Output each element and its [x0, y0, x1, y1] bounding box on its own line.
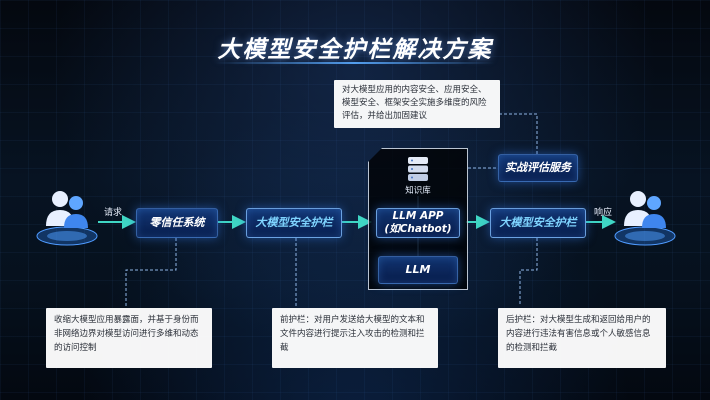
- llm-app-subtitle: (如Chatbot): [384, 223, 452, 235]
- line-guard-right-to-desc: [519, 238, 538, 306]
- user-icon-left: [36, 191, 98, 246]
- llm-label: LLM: [405, 263, 431, 277]
- llm-app-title: LLM APP: [392, 209, 444, 222]
- database-icon: [408, 157, 428, 181]
- llm-node[interactable]: LLM: [378, 256, 458, 284]
- eval-service-label: 实战评估服务: [505, 161, 571, 175]
- zero-trust-node[interactable]: 零信任系统: [136, 208, 218, 238]
- guard-left-label: 大模型安全护栏: [255, 216, 333, 230]
- line-zero-trust-to-desc: [125, 238, 177, 306]
- line-eval-to-top-box: [498, 113, 538, 154]
- description-top: 对大模型应用的内容安全、应用安全、模型安全、框架安全实施多维度的风险评估，并给出…: [334, 80, 500, 128]
- guard-right-label: 大模型安全护栏: [499, 216, 577, 230]
- title-underline: [215, 62, 495, 64]
- description-bottom-right: 后护栏：对大模型生成和返回给用户的内容进行违法有害信息或个人敏感信息的检测和拦截: [498, 308, 666, 368]
- response-label: 响应: [594, 208, 613, 218]
- description-bottom-left: 收缩大模型应用暴露面，并基于身份而非网络边界对模型访问进行多维和动态的访问控制: [46, 308, 212, 368]
- user-icon-right: [614, 191, 676, 246]
- llm-app-node[interactable]: LLM APP (如Chatbot): [376, 208, 460, 238]
- request-label: 请求: [104, 208, 123, 218]
- page-title: 大模型安全护栏解决方案: [217, 37, 493, 63]
- guard-right-node[interactable]: 大模型安全护栏: [490, 208, 586, 238]
- eval-service-node[interactable]: 实战评估服务: [498, 154, 578, 182]
- zero-trust-label: 零信任系统: [149, 216, 205, 230]
- description-bottom-middle: 前护栏：对用户发送给大模型的文本和文件内容进行提示注入攻击的检测和拦截: [272, 308, 438, 368]
- guard-left-node[interactable]: 大模型安全护栏: [246, 208, 342, 238]
- knowledge-base-label: 知识库: [405, 186, 431, 196]
